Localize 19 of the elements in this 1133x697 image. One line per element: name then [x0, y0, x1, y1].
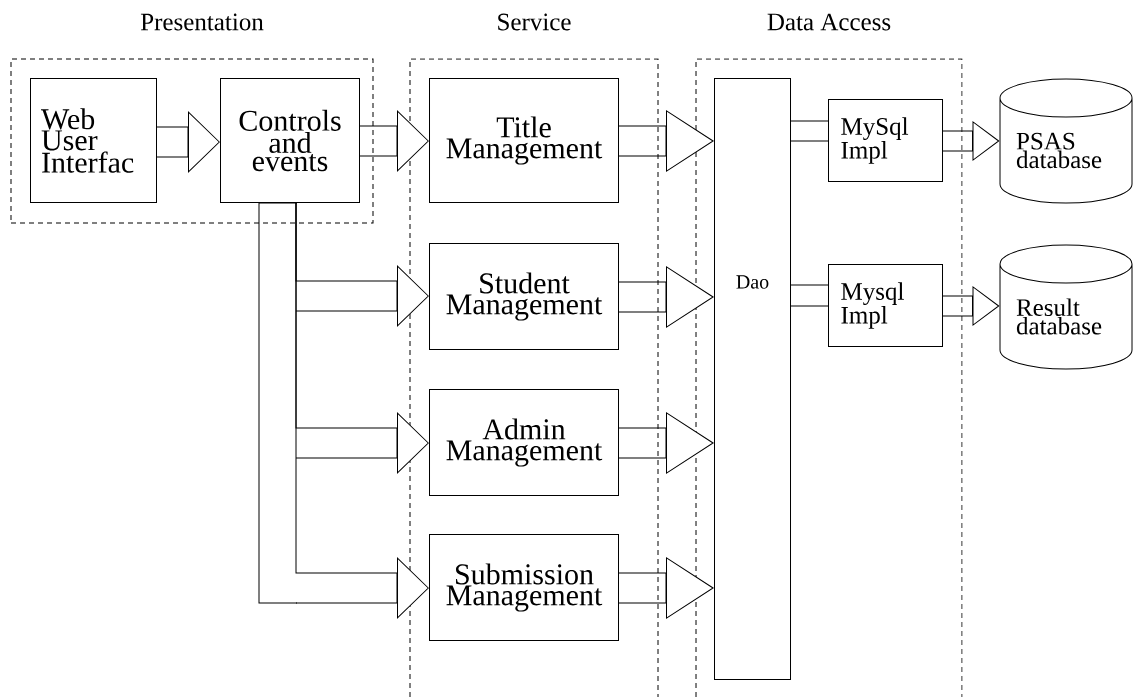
connector-line: [790, 120, 829, 142]
block-arrow: [618, 110, 714, 172]
process-box: Web User Interfac: [30, 78, 157, 203]
process-box: Mysql Impl: [828, 264, 943, 347]
block-arrow: [295, 202, 429, 619]
block-arrow: [618, 557, 714, 619]
block-arrow: [618, 266, 714, 328]
connector-line: [790, 284, 829, 307]
block-arrow: [942, 121, 1000, 161]
process-box: MySql Impl: [828, 99, 943, 182]
process-box: Title Management: [429, 78, 619, 203]
database-cylinder: Result database: [999, 244, 1133, 370]
block-arrow: [156, 111, 220, 173]
process-box: Controls and events: [220, 78, 360, 203]
database-cylinder: PSAS database: [999, 78, 1133, 204]
block-arrow: [618, 412, 714, 474]
block-arrow: [359, 110, 429, 172]
node-label: Presentation: [140, 13, 264, 31]
block-arrow: [942, 286, 1000, 326]
